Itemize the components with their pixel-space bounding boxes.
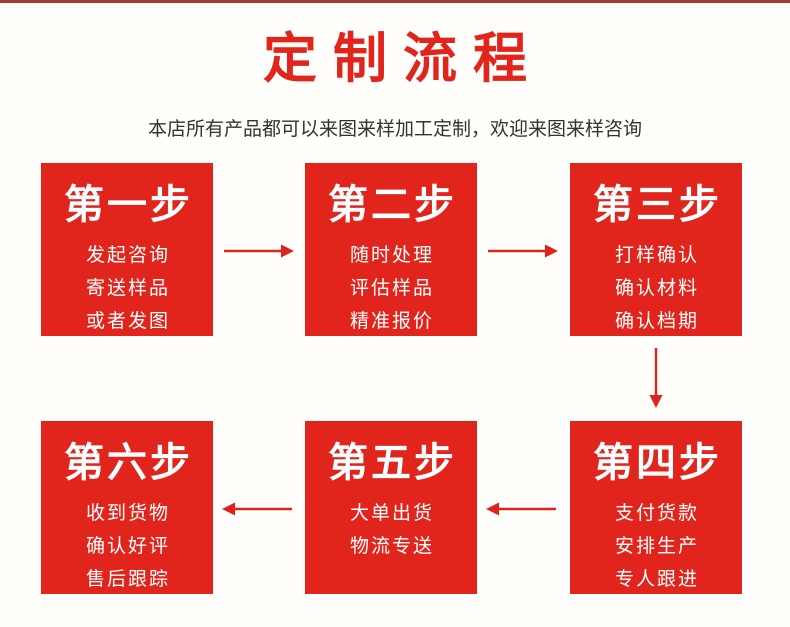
step-1-lines: 发起咨询 寄送样品 或者发图: [41, 239, 213, 338]
step-2-line-1: 随时处理: [349, 244, 434, 266]
step-6-line-3: 售后跟踪: [85, 568, 170, 590]
step-2-line-3: 精准报价: [349, 310, 434, 332]
step-5-title: 第五步: [328, 440, 457, 486]
arrow-down-icon: [649, 348, 663, 408]
step-box-2: 第二步 随时处理 评估样品 精准报价: [305, 163, 477, 336]
step-2-line-2: 评估样品: [349, 277, 434, 299]
step-6-lines: 收到货物 确认好评 售后跟踪: [41, 497, 213, 596]
step-2-lines: 随时处理 评估样品 精准报价: [305, 239, 477, 338]
top-border-bar: [0, 0, 790, 3]
step-5-lines: 大单出货 物流专送: [305, 497, 477, 563]
step-3-lines: 打样确认 确认材料 确认档期: [570, 239, 742, 338]
step-5-line-2: 物流专送: [349, 535, 434, 557]
step-3-line-1: 打样确认: [614, 244, 699, 266]
arrow-left-icon: [486, 502, 556, 516]
step-6-line-1: 收到货物: [85, 502, 170, 524]
step-4-line-2: 安排生产: [614, 535, 699, 557]
arrow-right-icon: [488, 244, 558, 258]
step-4-line-3: 专人跟进: [614, 568, 699, 590]
step-box-5: 第五步 大单出货 物流专送: [305, 421, 477, 594]
step-1-line-3: 或者发图: [85, 310, 170, 332]
step-2-title: 第二步: [328, 182, 457, 228]
step-4-line-1: 支付货款: [614, 502, 699, 524]
step-box-6: 第六步 收到货物 确认好评 售后跟踪: [41, 421, 213, 594]
step-6-line-2: 确认好评: [85, 535, 170, 557]
step-1-title: 第一步: [64, 182, 193, 228]
arrow-left-icon: [222, 502, 292, 516]
arrow-right-icon: [224, 244, 294, 258]
page-subtitle: 本店所有产品都可以来图来样加工定制，欢迎来图来样咨询: [147, 118, 642, 140]
step-3-line-3: 确认档期: [614, 310, 699, 332]
step-1-line-1: 发起咨询: [85, 244, 170, 266]
step-5-line-1: 大单出货: [349, 502, 434, 524]
step-box-1: 第一步 发起咨询 寄送样品 或者发图: [41, 163, 213, 336]
step-3-line-2: 确认材料: [614, 277, 699, 299]
page-title: 定制流程: [263, 27, 543, 90]
step-1-line-2: 寄送样品: [85, 277, 170, 299]
step-6-title: 第六步: [64, 440, 193, 486]
step-4-lines: 支付货款 安排生产 专人跟进: [570, 497, 742, 596]
step-3-title: 第三步: [593, 182, 722, 228]
step-4-title: 第四步: [593, 440, 722, 486]
step-box-3: 第三步 打样确认 确认材料 确认档期: [570, 163, 742, 336]
step-box-4: 第四步 支付货款 安排生产 专人跟进: [570, 421, 742, 594]
